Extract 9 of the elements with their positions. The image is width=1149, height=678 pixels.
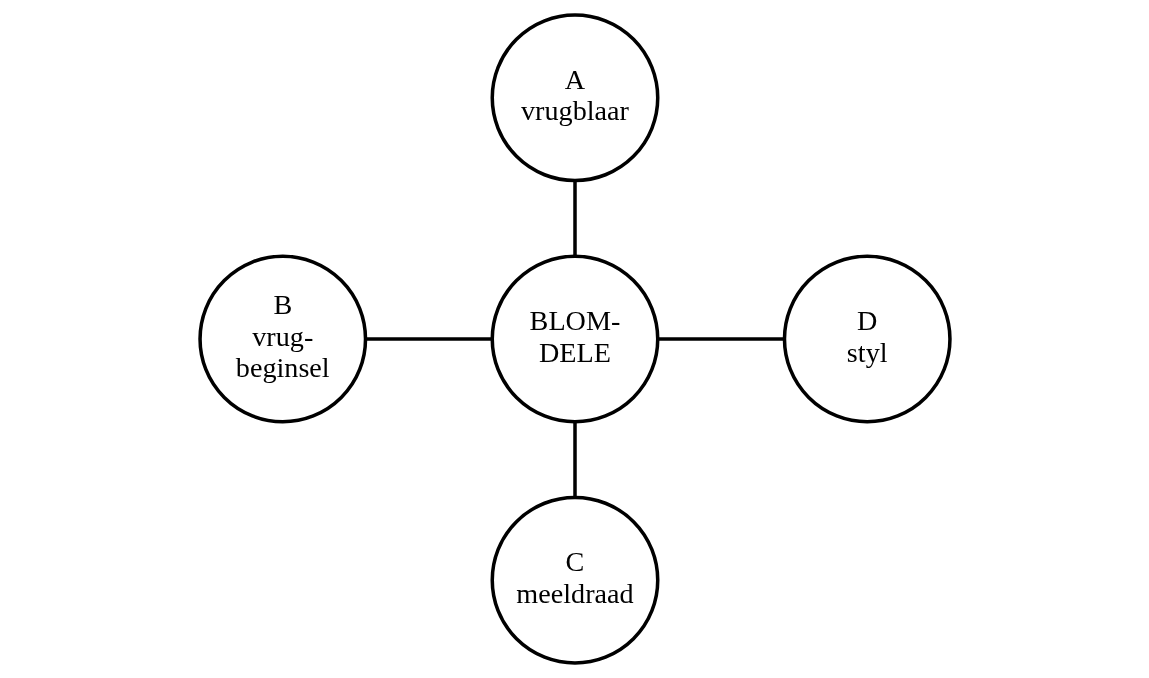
node-circle: BLOM- DELE — [490, 254, 659, 424]
node-circle: D styl — [782, 254, 952, 424]
node-circle: A vrugblaar — [490, 13, 659, 183]
connector — [365, 337, 492, 341]
connector — [657, 337, 784, 341]
connector — [572, 180, 577, 256]
node-circle: C meeldraad — [490, 495, 659, 665]
connector — [572, 421, 577, 497]
node-circle: B vrug- beginsel — [197, 254, 367, 424]
